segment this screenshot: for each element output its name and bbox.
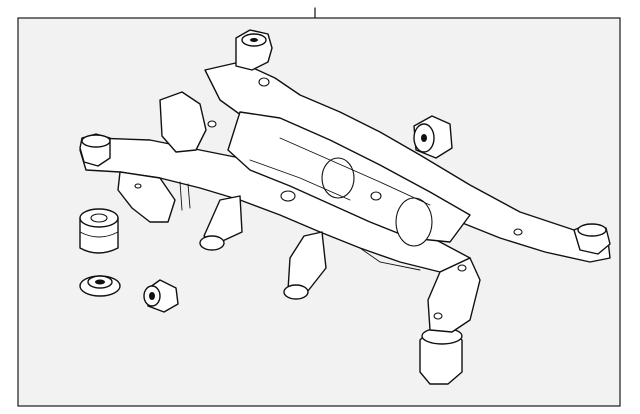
hole-small-6 <box>457 264 467 272</box>
hole-small-7 <box>134 183 142 189</box>
center-bracket <box>159 91 207 153</box>
hole-small-5 <box>513 228 523 236</box>
bushing-small-front <box>143 279 179 313</box>
left-bracket <box>117 171 176 223</box>
mount-cap-right <box>577 223 607 237</box>
hole-small-3 <box>258 77 270 87</box>
hole-small-8 <box>433 312 443 320</box>
mount-cap-left <box>81 134 111 148</box>
hole-small-2 <box>370 191 382 201</box>
arm-mount-left <box>199 195 243 251</box>
rail-edge-detail-2 <box>279 137 431 206</box>
rail-lower-detail <box>359 247 421 271</box>
bushing-small-rear <box>413 115 453 159</box>
cutout-center <box>321 157 355 199</box>
rail-edge-detail-1 <box>249 159 351 201</box>
hole-small-4 <box>207 120 217 128</box>
crossmember-assembly <box>79 29 611 385</box>
bushing-flanged <box>79 275 121 297</box>
bracket-line-2 <box>187 183 191 209</box>
bracket-line-1 <box>179 181 183 211</box>
bushing-large <box>79 208 119 254</box>
arm-mount-center <box>283 231 327 300</box>
mount-bolt-top <box>250 38 258 42</box>
hole-small-1 <box>280 190 296 202</box>
cutout-right <box>395 197 433 247</box>
